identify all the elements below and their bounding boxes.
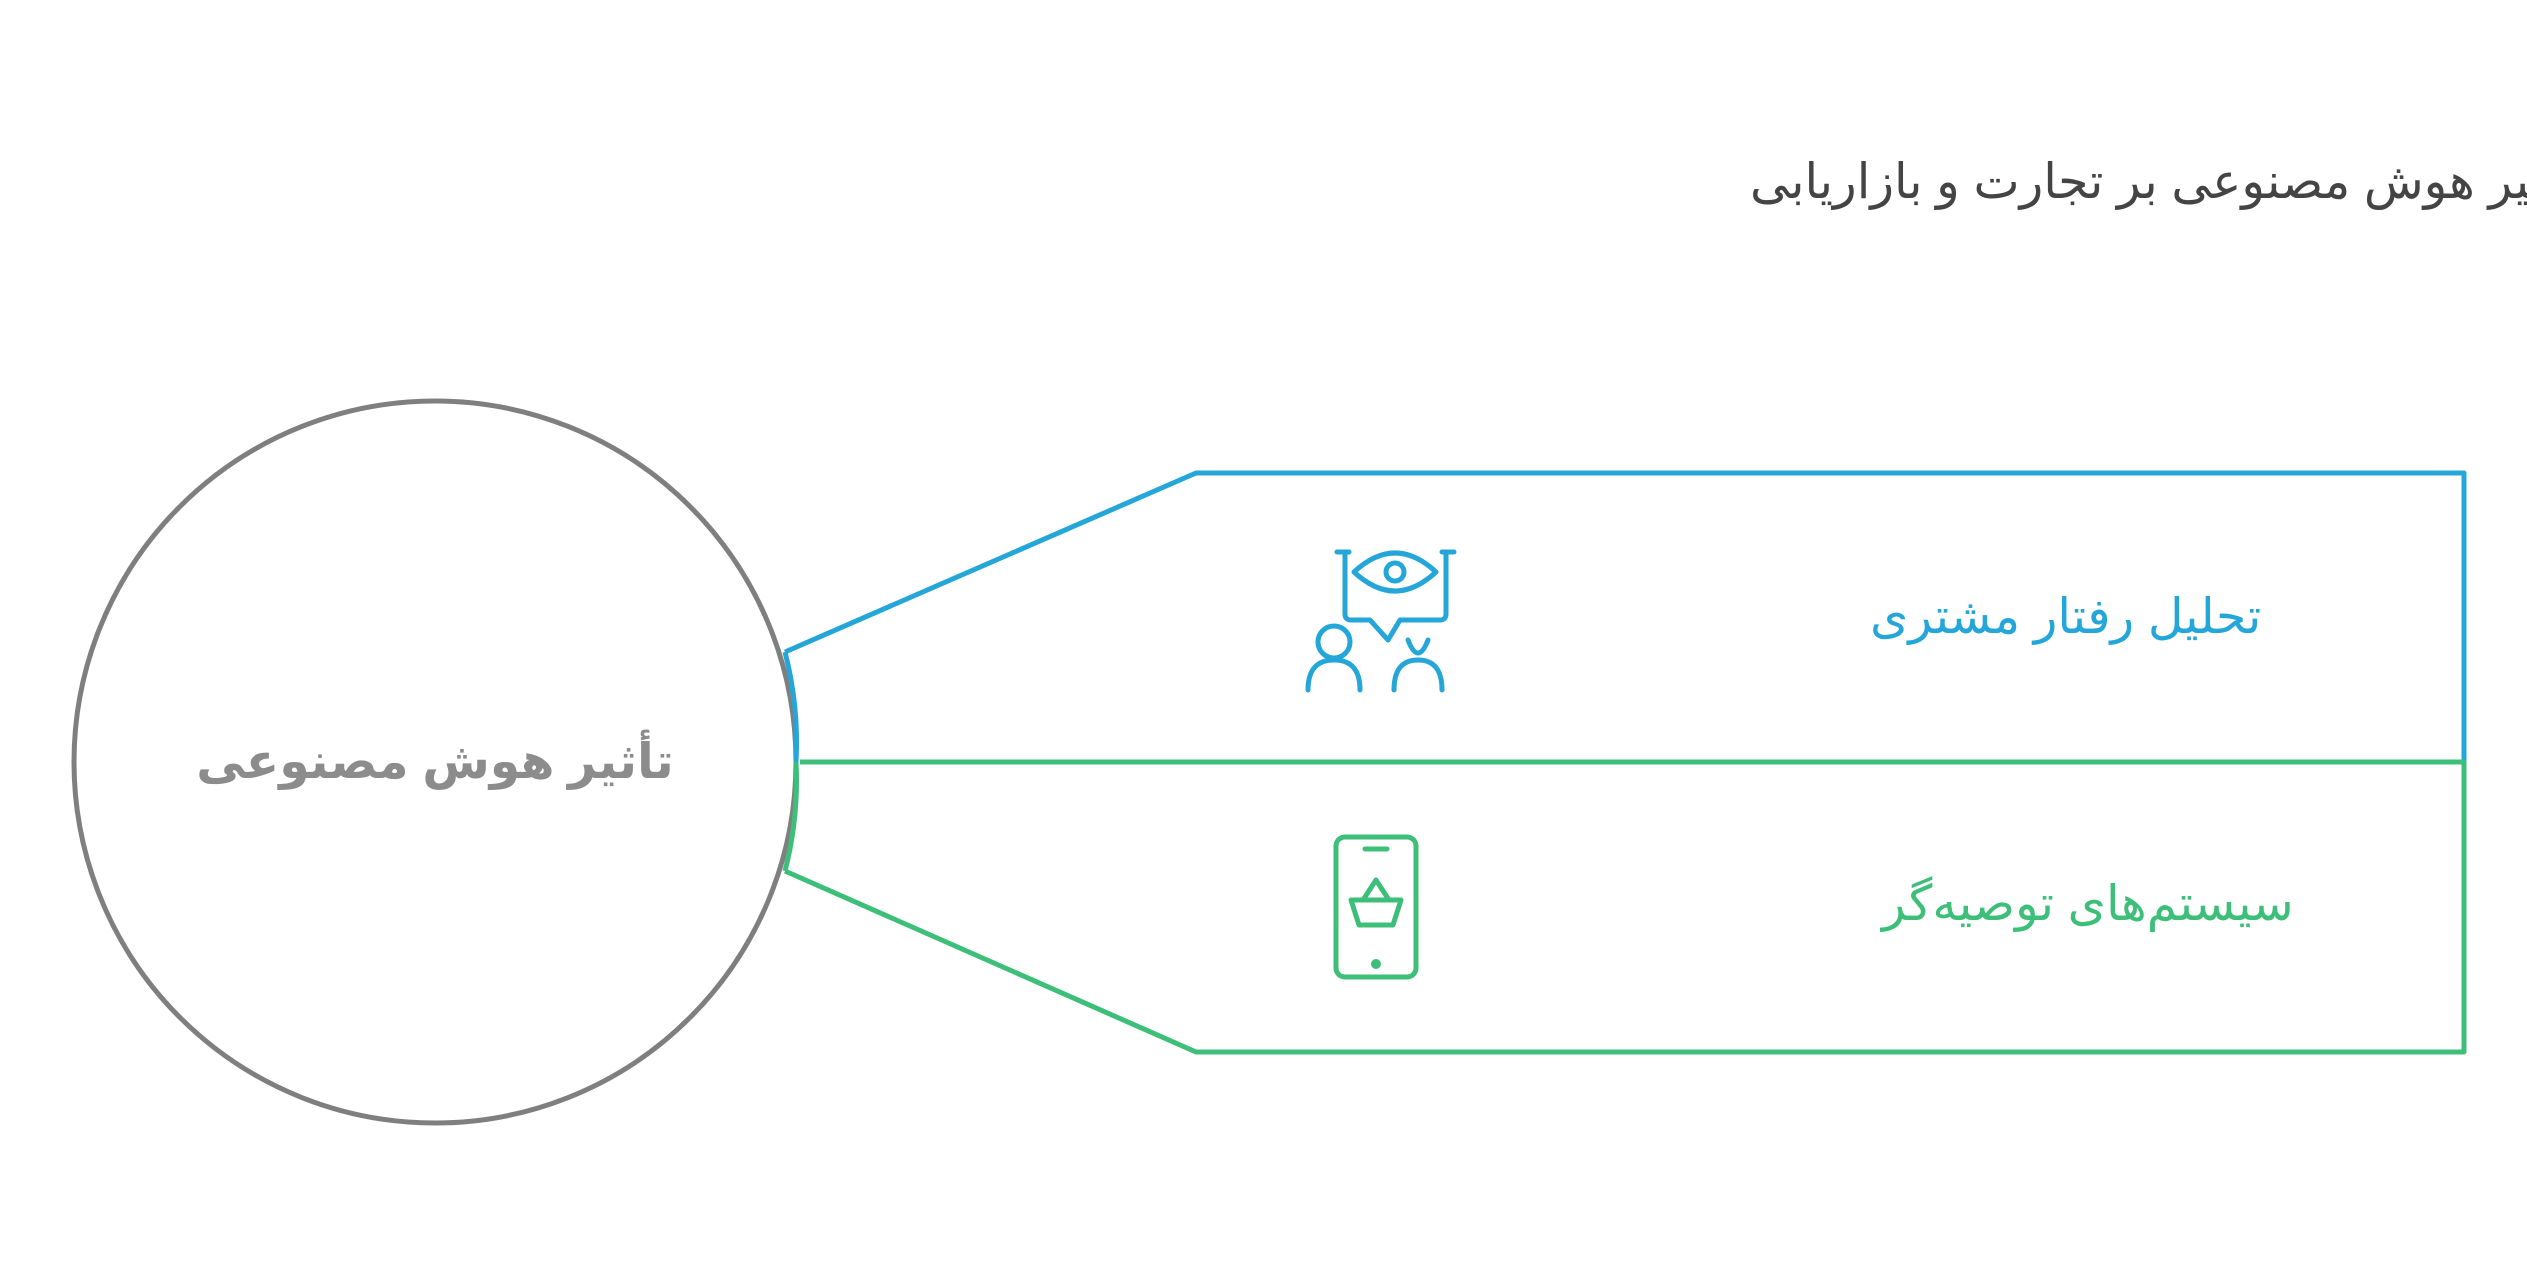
- center-node: تأثیر هوش مصنوعی: [71, 398, 799, 1126]
- customer-eye-icon: [1305, 549, 1457, 693]
- center-arc-bottom: [782, 761, 799, 872]
- center-arc-top: [782, 651, 799, 763]
- branch-recommender-systems-label: سیستم‌های توصیه‌گر: [1879, 876, 2294, 932]
- diagram-title: کشف تأثیر هوش مصنوعی بر تجارت و بازاریاب…: [1750, 147, 2527, 210]
- branch-customer-analysis-label: تحلیل رفتار مشتری: [1870, 590, 2261, 645]
- mobile-basket-icon: [1333, 834, 1419, 980]
- branch-customer-analysis: تحلیل رفتار مشتری: [784, 470, 2467, 765]
- center-label: تأثیر هوش مصنوعی: [196, 729, 674, 790]
- branch-recommender-systems: سیستم‌های توصیه‌گر: [783, 759, 2467, 1055]
- branch-recommender-systems-outline: [783, 759, 2467, 1055]
